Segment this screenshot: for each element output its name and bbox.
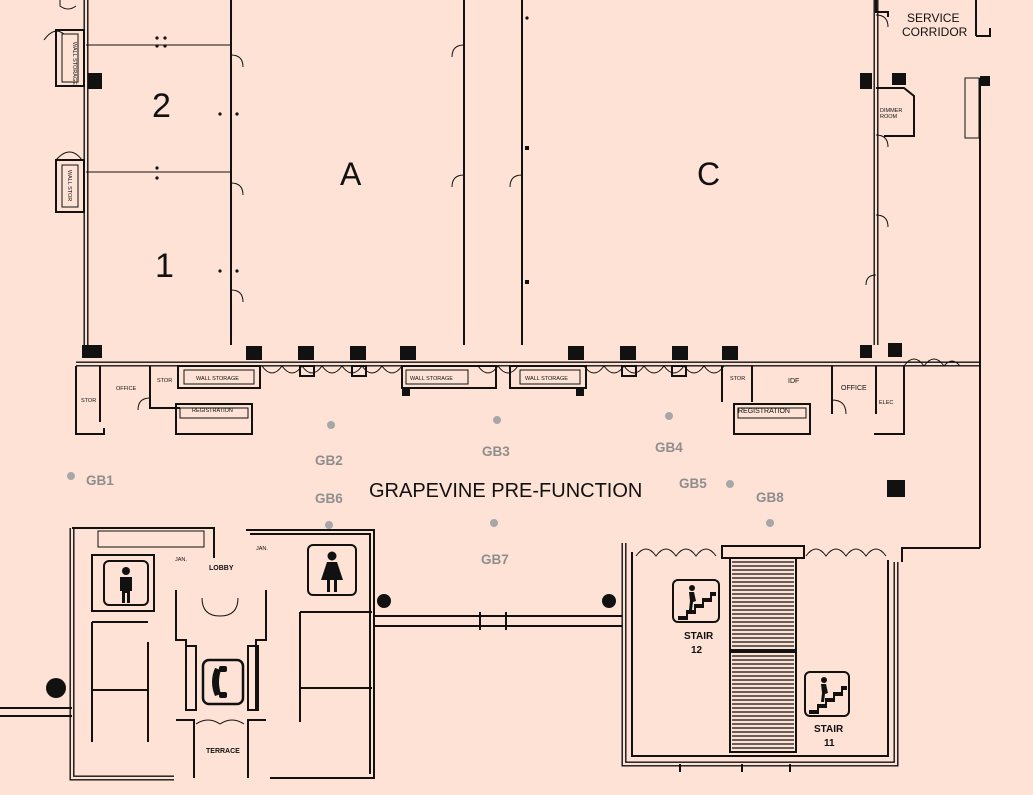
registration-label-left: REGISTRATION	[192, 408, 233, 414]
stair-block-walls	[621, 543, 899, 767]
gb-marker-dot[interactable]	[665, 412, 673, 420]
dimmer-room-label: DIMMER	[880, 108, 902, 114]
stair-treads	[732, 561, 794, 749]
gb-marker-dot[interactable]	[766, 519, 774, 527]
gb-marker-label[interactable]: GB2	[315, 453, 343, 468]
jan-label-right: JAN.	[256, 546, 268, 552]
restroom-block-walls	[0, 527, 622, 781]
telephone-icon	[201, 658, 245, 706]
gb-marker-dot[interactable]	[67, 472, 75, 480]
women-restroom-icon	[307, 544, 357, 596]
stor-label-left-2: STOR	[157, 378, 172, 384]
gb-marker-label[interactable]: GB4	[655, 440, 683, 455]
wall-storage-label-upper: WALL STORAGE	[71, 42, 77, 85]
column-block	[887, 480, 905, 497]
gb-marker-label[interactable]: GB6	[315, 491, 343, 506]
stor-label-left: STOR	[81, 398, 96, 404]
elec-label: ELEC	[879, 400, 893, 406]
gb-marker-dot[interactable]	[325, 521, 333, 529]
wall-stor-label-upper: WALL STOR	[66, 170, 72, 201]
stair-11-label: STAIR	[814, 724, 844, 735]
stairs-icon	[804, 671, 850, 717]
gb-marker-label[interactable]: GB7	[481, 552, 509, 567]
idf-label: IDF	[788, 378, 799, 385]
men-restroom-icon	[103, 560, 149, 606]
lobby-label: LOBBY	[209, 565, 234, 572]
service-corridor-label: SERVICE	[907, 11, 959, 25]
ballroom-walls	[43, 0, 991, 345]
gb-marker-dot[interactable]	[726, 480, 734, 488]
terrace-label: TERRACE	[206, 748, 240, 755]
office-label-left: OFFICE	[116, 386, 136, 392]
wall-storage-label-center-a: WALL STORAGE	[410, 376, 453, 382]
gb-markers: GB1 GB2 GB3 GB4 GB5 GB6 GB7 GB8	[67, 412, 784, 567]
stair-12-label: STAIR	[684, 631, 714, 642]
room-label-a: A	[340, 156, 362, 192]
gb-marker-label[interactable]: GB3	[482, 444, 510, 459]
stair-11-number: 11	[824, 738, 835, 749]
gb-marker-label[interactable]: GB1	[86, 473, 114, 488]
service-corridor-label-2: CORRIDOR	[902, 25, 968, 39]
stairs-icon	[672, 579, 720, 623]
office-label-right: OFFICE	[841, 385, 867, 392]
wall-storage-label-center-b: WALL STORAGE	[525, 376, 568, 382]
prefunction-label: GRAPEVINE PRE-FUNCTION	[369, 480, 642, 502]
gb-marker-label[interactable]: GB8	[756, 490, 784, 505]
gb-marker-label[interactable]: GB5	[679, 476, 707, 491]
wall-storage-label-left: WALL STORAGE	[196, 376, 239, 382]
registration-label-right: REGISTRATION	[738, 408, 790, 415]
room-label-c: C	[697, 156, 720, 192]
dimmer-room-label-2: ROOM	[880, 114, 898, 120]
front-service-strip	[75, 78, 981, 562]
gb-marker-dot[interactable]	[490, 519, 498, 527]
room-label-1: 1	[155, 247, 174, 285]
stair-12-number: 12	[691, 645, 703, 656]
stor-label-right: STOR	[730, 376, 745, 382]
gb-marker-dot[interactable]	[327, 421, 335, 429]
room-label-2: 2	[152, 87, 171, 125]
gb-marker-dot[interactable]	[493, 416, 501, 424]
jan-label-left: JAN.	[175, 557, 187, 563]
